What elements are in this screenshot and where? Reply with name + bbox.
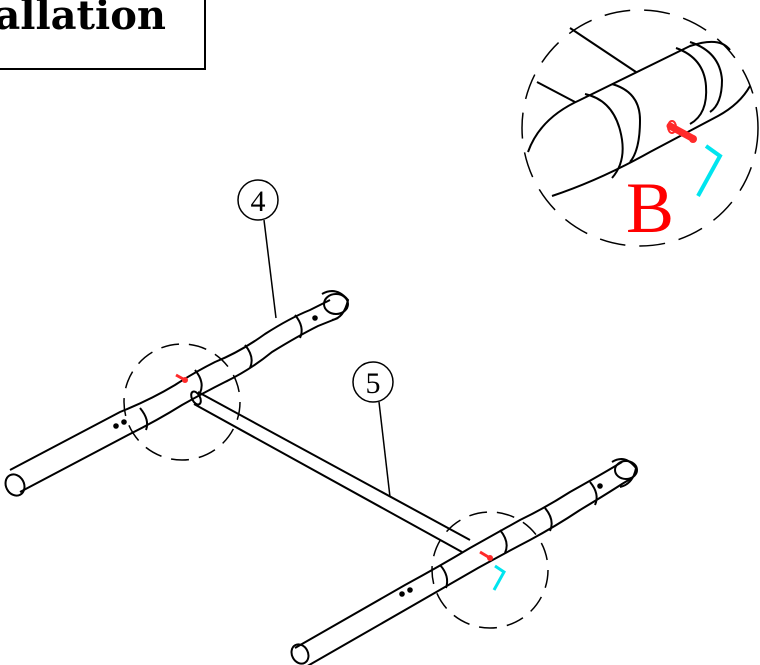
bolt-icon [175, 373, 188, 383]
bolt-icon [666, 120, 697, 143]
detail-view-b: B [521, 9, 759, 248]
callout-4: 4 [237, 179, 279, 319]
joint-circle-right [431, 511, 549, 629]
detail-label: B [626, 168, 674, 248]
allen-key-icon [492, 564, 506, 591]
allen-key-icon [696, 144, 723, 197]
leg-left [4, 290, 350, 497]
callout-5-label: 5 [366, 367, 381, 400]
joint-circle-left [123, 343, 241, 461]
page-title: allation [0, 0, 166, 39]
leg-right [290, 458, 638, 665]
stretcher-bar [190, 390, 471, 553]
callout-4-label: 4 [251, 185, 266, 218]
callout-5: 5 [352, 361, 394, 498]
bolt-icon [479, 550, 493, 561]
title-box: allation [0, 0, 206, 70]
